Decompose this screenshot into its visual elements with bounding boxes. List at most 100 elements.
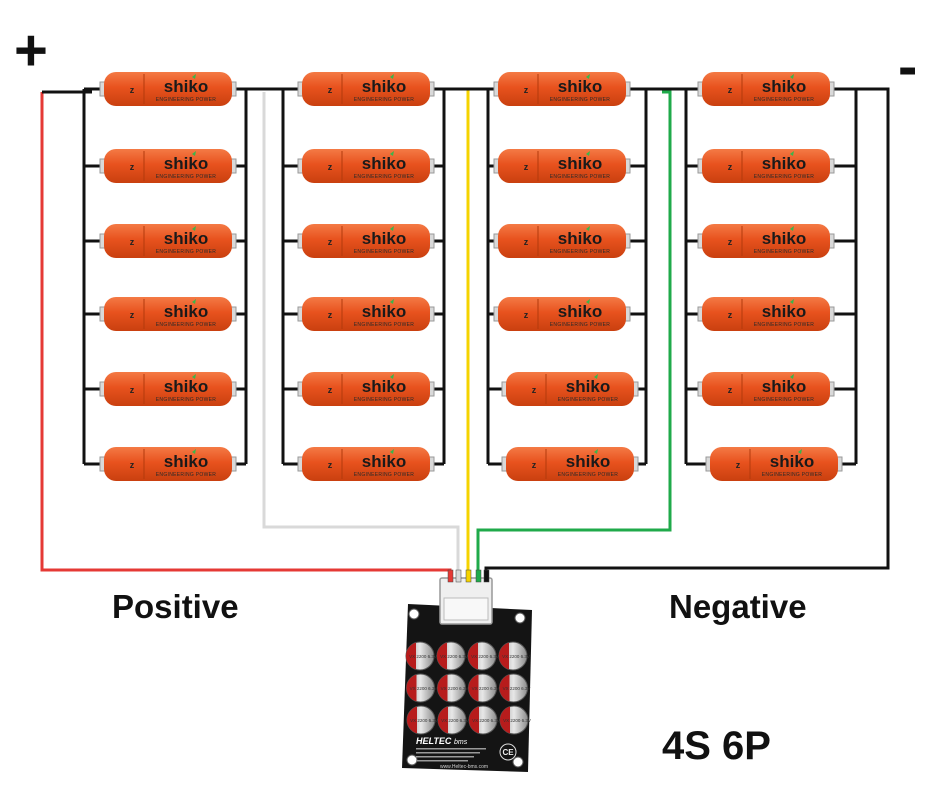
- positive-terminal-sign: +: [14, 18, 48, 83]
- cell-marking: z: [130, 310, 135, 320]
- capacitor-stripe: [468, 642, 478, 670]
- cell-marking: z: [524, 85, 529, 95]
- capacitor-stripe: [499, 642, 509, 670]
- leaf-icon: [390, 151, 394, 156]
- cell-body: [702, 297, 830, 331]
- cell-brand: shiko: [362, 452, 406, 471]
- capacitor-rating: VX 2200 6.3V: [503, 718, 531, 723]
- cell-brand: shiko: [558, 77, 602, 96]
- cell-marking: z: [328, 385, 333, 395]
- mount-hole: [408, 608, 420, 620]
- capacitor: VX 2200 6.3V: [499, 705, 531, 735]
- cell-body: [302, 149, 430, 183]
- cell-tagline: ENGINEERING POWER: [550, 97, 610, 103]
- cell-body: [302, 447, 430, 481]
- cell-body: [302, 224, 430, 258]
- positive-label: Positive: [112, 588, 239, 625]
- cell-brand: shiko: [164, 377, 208, 396]
- cell-brand: shiko: [566, 377, 610, 396]
- capacitor-stripe: [407, 706, 417, 734]
- cell-marking: z: [328, 237, 333, 247]
- capacitor: VX 2200 6.3V: [467, 641, 499, 671]
- capacitor-rating: VX 2200 6.3V: [502, 654, 530, 659]
- cell-brand: shiko: [762, 229, 806, 248]
- mount-hole: [406, 754, 418, 766]
- leaf-icon: [390, 374, 394, 379]
- ce-mark-ring: [499, 743, 517, 761]
- cell-body: [104, 372, 232, 406]
- cell-tagline: ENGINEERING POWER: [156, 249, 216, 255]
- capacitor: VX 2200 6.3V: [468, 705, 500, 735]
- cell-tagline: ENGINEERING POWER: [754, 397, 814, 403]
- connector-pin: [465, 569, 472, 583]
- cell-brand: shiko: [762, 154, 806, 173]
- cell-tagline: ENGINEERING POWER: [354, 97, 414, 103]
- cell-marking: z: [728, 385, 733, 395]
- cell-tagline: ENGINEERING POWER: [156, 97, 216, 103]
- board-spec-line: [416, 748, 486, 750]
- cell-tagline: ENGINEERING POWER: [558, 397, 618, 403]
- cell-body: [498, 72, 626, 106]
- leaf-icon: [790, 151, 794, 156]
- cell-marking: z: [130, 162, 135, 172]
- board-pcb: [402, 604, 532, 772]
- cell-brand: shiko: [762, 377, 806, 396]
- cell-body: [104, 224, 232, 258]
- cell-marking: z: [328, 460, 333, 470]
- cell-marking: z: [130, 85, 135, 95]
- cell-body: [498, 224, 626, 258]
- cell-brand: shiko: [762, 77, 806, 96]
- cell-tagline: ENGINEERING POWER: [354, 322, 414, 328]
- capacitor-stripe: [437, 642, 447, 670]
- cell-tagline: ENGINEERING POWER: [354, 174, 414, 180]
- capacitor-stripe: [499, 674, 510, 702]
- cell-tagline: ENGINEERING POWER: [354, 397, 414, 403]
- cell-brand: shiko: [770, 452, 814, 471]
- cell-brand: shiko: [164, 77, 208, 96]
- capacitor-stripe: [438, 706, 448, 734]
- capacitor-stripe: [468, 674, 479, 702]
- cell-body: [710, 447, 838, 481]
- cell-marking: z: [736, 460, 741, 470]
- cell-tagline: ENGINEERING POWER: [754, 97, 814, 103]
- capacitor-rating: VX 2200 6.3V: [441, 718, 469, 723]
- capacitor-rating: VX 2200 6.3V: [503, 686, 531, 691]
- cell-tagline: ENGINEERING POWER: [156, 174, 216, 180]
- cell-body: [702, 149, 830, 183]
- cell-body: [498, 297, 626, 331]
- cell-tagline: ENGINEERING POWER: [550, 174, 610, 180]
- cell-tagline: ENGINEERING POWER: [754, 249, 814, 255]
- cell-tagline: ENGINEERING POWER: [156, 472, 216, 478]
- cell-tagline: ENGINEERING POWER: [754, 174, 814, 180]
- cell-tagline: ENGINEERING POWER: [550, 322, 610, 328]
- negative-terminal-sign: -: [898, 34, 918, 99]
- cell-brand: shiko: [164, 302, 208, 321]
- capacitor-rating: VX 2200 6.3V: [410, 686, 438, 691]
- cell-body: [104, 297, 232, 331]
- leaf-icon: [790, 374, 794, 379]
- cell-brand: shiko: [362, 77, 406, 96]
- cell-tagline: ENGINEERING POWER: [354, 249, 414, 255]
- leaf-icon: [594, 449, 598, 454]
- cell-brand: shiko: [362, 154, 406, 173]
- cell-brand: shiko: [566, 452, 610, 471]
- cell-tagline: ENGINEERING POWER: [558, 472, 618, 478]
- cell-marking: z: [532, 385, 537, 395]
- cell-body: [702, 72, 830, 106]
- cell-brand: shiko: [362, 229, 406, 248]
- configuration-label: 4S 6P: [662, 724, 771, 768]
